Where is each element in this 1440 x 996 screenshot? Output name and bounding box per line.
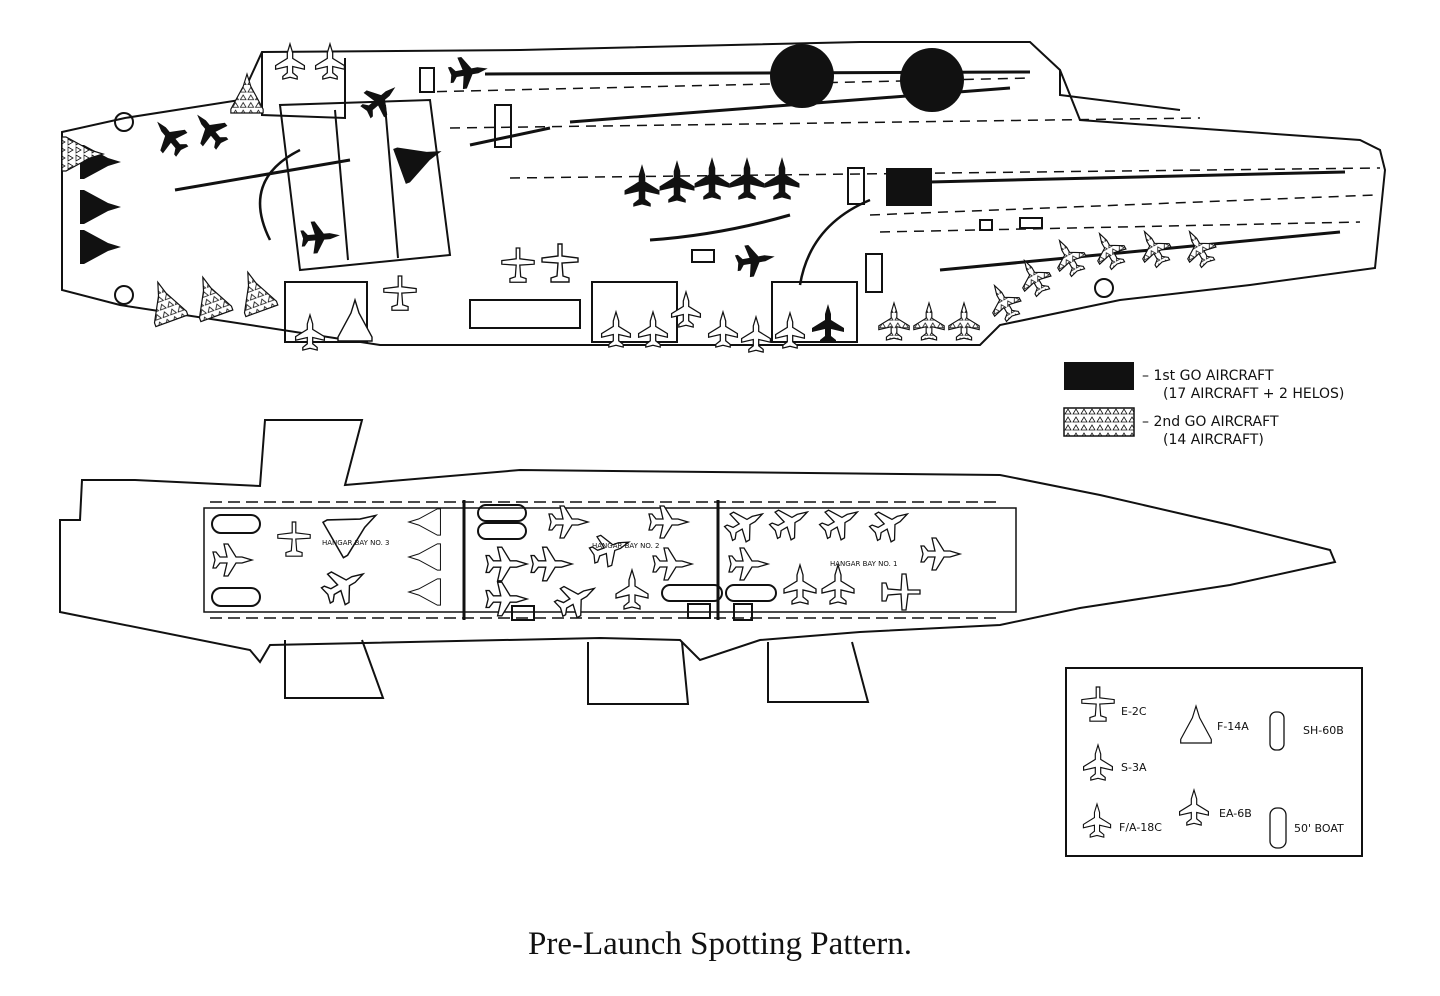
second-go-aircraft [61, 73, 1222, 341]
aircraft-key: E-2C S-3A F/A-18C F-14A EA-6B SH-60B 50'… [1065, 667, 1363, 857]
hangar-bay-1-label: HANGAR BAY NO. 1 [830, 560, 898, 568]
second-go-count: (14 AIRCRAFT) [1163, 432, 1264, 448]
key-e2c: E-2C [1121, 705, 1147, 718]
first-go-count: (17 AIRCRAFT + 2 HELOS) [1163, 386, 1344, 402]
key-boat: 50' BOAT [1294, 822, 1344, 835]
key-ea6b: EA-6B [1219, 807, 1252, 820]
hangar-deck [59, 419, 1337, 705]
key-s3a: S-3A [1121, 761, 1147, 774]
first-go-label: – 1st GO AIRCRAFT [1142, 368, 1274, 384]
flight-deck-outline [61, 41, 1387, 346]
radar-domes [770, 44, 964, 206]
hangar-deck-outline [59, 419, 1337, 664]
first-go-swatch [1064, 362, 1134, 390]
boat-icon [1269, 807, 1287, 849]
key-f14a: F-14A [1217, 720, 1249, 733]
first-go-aircraft [80, 52, 844, 343]
figure-caption: Pre-Launch Spotting Pattern. [527, 926, 912, 962]
hangar-bay-3-label: HANGAR BAY NO. 3 [322, 539, 390, 547]
second-go-label: – 2nd GO AIRCRAFT [1142, 414, 1279, 430]
key-sh60b: SH-60B [1303, 724, 1344, 737]
go-legend: – 1st GO AIRCRAFT (17 AIRCRAFT + 2 HELOS… [1063, 362, 1344, 448]
sh60b-icon [1269, 711, 1285, 751]
hangar-bay-2-label: HANGAR BAY NO. 2 [592, 542, 660, 550]
parked-aircraft-outline [274, 43, 806, 354]
second-go-swatch [1063, 407, 1135, 437]
deck-elevator [284, 281, 368, 343]
flight-deck [61, 41, 1387, 346]
key-fa18c: F/A-18C [1119, 821, 1162, 834]
deck-elevator [771, 281, 858, 343]
